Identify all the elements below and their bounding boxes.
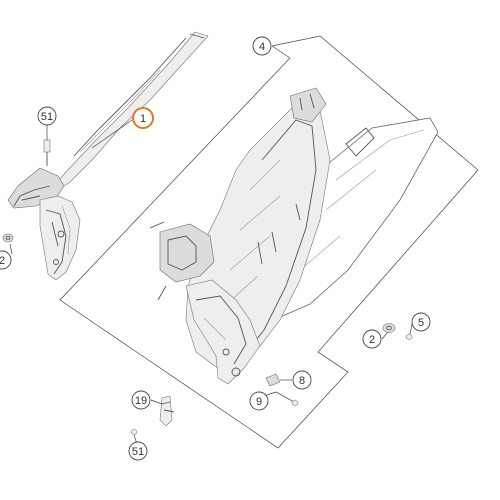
callout-4-label: 4 bbox=[259, 41, 265, 53]
callout-5[interactable]: 5 bbox=[411, 312, 431, 332]
screw-bottom-part bbox=[130, 429, 138, 435]
screw-lower-part bbox=[275, 391, 299, 406]
clip-part bbox=[265, 373, 281, 387]
callout-9[interactable]: 9 bbox=[249, 391, 269, 411]
bracket-part bbox=[159, 395, 175, 427]
callout-51-top[interactable]: 51 bbox=[37, 106, 57, 126]
callout-2-right-label: 2 bbox=[369, 334, 375, 346]
callout-2-left[interactable]: 2 bbox=[0, 250, 12, 270]
callout-2-left-label: 2 bbox=[0, 255, 5, 267]
callout-51-top-label: 51 bbox=[41, 111, 53, 123]
screw-top-left-part bbox=[43, 139, 51, 166]
callout-51-bottom-label: 51 bbox=[132, 446, 144, 458]
callout-8-label: 8 bbox=[299, 375, 305, 387]
callout-8[interactable]: 8 bbox=[292, 370, 312, 390]
screw-right-part bbox=[405, 334, 413, 340]
callout-19[interactable]: 19 bbox=[131, 390, 151, 410]
assembly-group-outline bbox=[59, 35, 479, 449]
callout-1[interactable]: 1 bbox=[132, 107, 154, 129]
callout-51-bottom[interactable]: 51 bbox=[128, 441, 148, 461]
callout-5-label: 5 bbox=[418, 317, 424, 329]
grommet-right-part bbox=[382, 323, 396, 333]
airbox-assembly-part bbox=[149, 87, 439, 385]
side-cover-strip-part bbox=[7, 31, 209, 281]
callout-4[interactable]: 4 bbox=[252, 36, 272, 56]
callout-19-label: 19 bbox=[135, 395, 147, 407]
callout-1-label: 1 bbox=[140, 113, 146, 125]
callout-9-label: 9 bbox=[256, 396, 262, 408]
callout-2-right[interactable]: 2 bbox=[362, 329, 382, 349]
grommet-left-part bbox=[2, 233, 14, 243]
